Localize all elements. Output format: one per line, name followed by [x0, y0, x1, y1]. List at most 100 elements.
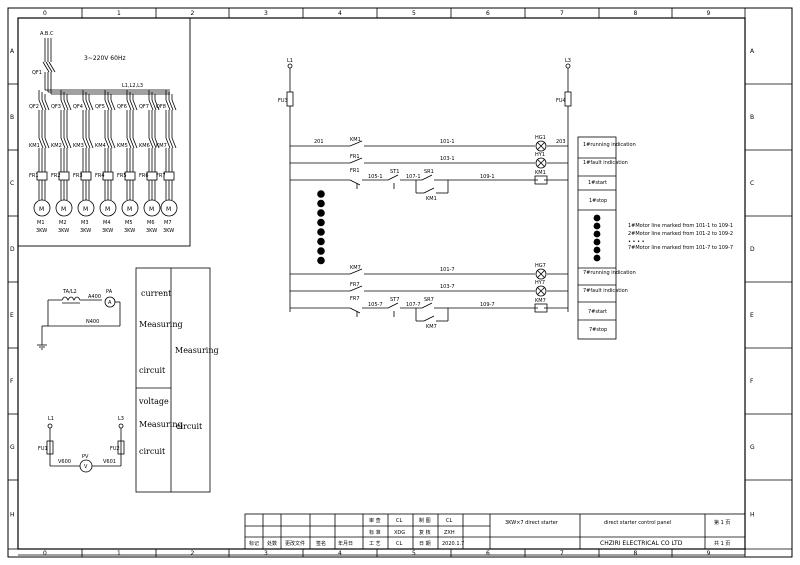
wiring-notes: 1#Motor line marked from 101-1 to 109-1 … — [628, 223, 733, 251]
column-marker-top: 4 — [338, 10, 342, 17]
ind-1-stop: 1#stop — [589, 198, 607, 204]
breaker-label: QF4 — [73, 104, 83, 110]
fu3-label: FU3 — [278, 98, 288, 104]
fault-wire-label: 103-7 — [440, 284, 455, 290]
main-breaker-label: QF1 — [32, 70, 42, 76]
breaker-label: QF3 — [51, 104, 61, 110]
motor-rating: 3KW — [124, 228, 135, 234]
indication-dot — [593, 254, 601, 262]
fault-lamp — [535, 157, 547, 169]
hold-contact-label: KM7 — [426, 324, 437, 330]
thermal-relay — [80, 171, 92, 181]
motor-symbol: M — [61, 206, 66, 213]
contactor-label: KM1 — [29, 143, 40, 149]
power-circuit: A.B.C 3~220V 60Hz QF1 L1,L2,L3 MQF2KM1FR… — [17, 17, 191, 247]
column-marker-bottom: 5 — [412, 550, 416, 557]
running-wire-label: 101-7 — [440, 267, 455, 273]
thermal-relay — [146, 171, 158, 181]
tb-standard-label: 标 准 — [369, 529, 381, 536]
title-block: 审 查 CL 制 图 CL 标 准 XDG 复 核 ZXH 标记 处数 更改文件… — [244, 513, 746, 550]
column-marker-bottom: 7 — [560, 550, 564, 557]
motor-symbol: M — [105, 206, 110, 213]
start-wire-label: 105-7 — [368, 302, 383, 308]
ind-1-fault: 1#fault indication — [583, 160, 628, 166]
tb-check-value: ZXH — [444, 530, 455, 536]
n400-label: N400 — [86, 319, 99, 325]
coil-wire-label: 109-1 — [480, 174, 495, 180]
fault-contact-label: FR1 — [350, 154, 360, 160]
current-transformer — [48, 296, 102, 301]
column-marker-top: 9 — [707, 10, 711, 17]
legend-circuit-right: circuit — [176, 422, 203, 431]
column-marker-top: 6 — [486, 10, 490, 17]
fu3-fuse — [286, 91, 294, 107]
motor-branches: MQF2KM1FR1M13KWMQF3KM2FR2M23KWMQF4KM3FR3… — [29, 90, 178, 234]
stop-wire-label: 107-1 — [406, 174, 421, 180]
wire-201-label: 201 — [314, 139, 324, 145]
continuation-dot — [317, 209, 325, 217]
voltmeter-symbol: V — [84, 464, 88, 470]
row-marker-left: H — [10, 512, 15, 519]
fault-contact-label: FR7 — [350, 282, 360, 288]
row-marker-left: A — [10, 48, 15, 55]
thermal-relay — [36, 171, 48, 181]
a400-label: A400 — [88, 294, 101, 300]
tb-process-label: 工 艺 — [369, 541, 381, 547]
breaker-label: QF6 — [117, 104, 127, 110]
motor-label: M3 — [81, 220, 89, 226]
column-marker-bottom: 4 — [338, 550, 342, 557]
column-marker-top: 2 — [191, 10, 195, 17]
tb-sign: 签名 — [316, 540, 326, 547]
stop-button-label: SR1 — [424, 169, 434, 175]
row-marker-right: D — [750, 246, 755, 253]
row-marker-left: F — [10, 378, 14, 385]
breaker-label: QF8 — [156, 104, 166, 110]
contactor-label: KM3 — [73, 143, 84, 149]
motor-rating: 3KW — [146, 228, 157, 234]
tb-date-col: 年月日 — [338, 540, 353, 547]
indication-dots — [593, 214, 601, 262]
vl3-label: L3 — [118, 416, 124, 422]
indication-dot — [593, 214, 601, 222]
continuation-dot — [317, 199, 325, 208]
vl1-label: L1 — [48, 416, 54, 422]
column-marker-bottom: 8 — [634, 550, 638, 557]
breaker-label: QF5 — [95, 104, 105, 110]
row-marker-left: E — [10, 312, 14, 319]
tb-standard-value: XDG — [394, 530, 405, 536]
running-lamp-label: HG1 — [535, 135, 546, 141]
ind-7-stop: 7#stop — [589, 327, 607, 333]
breaker-label: QF2 — [29, 104, 39, 110]
column-marker-bottom: 3 — [264, 550, 268, 557]
stop-wire-label: 107-7 — [406, 302, 421, 308]
main-feeder — [42, 38, 56, 94]
column-marker-top: 5 — [412, 10, 416, 17]
continuation-dot — [317, 256, 325, 265]
running-wire-label: 101-1 — [440, 139, 455, 145]
motor-rating: 3KW — [163, 228, 174, 234]
continuation-dot — [317, 228, 325, 236]
ind-7-running: 7#running indication — [583, 270, 636, 276]
fault-lamp — [535, 285, 547, 297]
motor-rating: 3KW — [80, 228, 91, 234]
row-marker-right: E — [750, 312, 754, 319]
column-marker-top: 1 — [117, 10, 121, 17]
contactor-label: KM5 — [117, 143, 128, 149]
column-marker-top: 7 — [560, 10, 564, 17]
column-marker-bottom: 0 — [43, 550, 47, 557]
continuation-dot — [317, 190, 325, 198]
coil-wire-label: 109-7 — [480, 302, 495, 308]
motor — [121, 199, 139, 217]
legend-current: current — [141, 289, 172, 298]
start-button-label: ST7 — [390, 297, 399, 303]
note-dots: • • • • — [628, 239, 645, 245]
v600-label: V600 — [58, 459, 71, 465]
tb-drawing-title: 3KW×7 direct starter — [505, 520, 559, 526]
l1-terminal — [287, 63, 293, 69]
